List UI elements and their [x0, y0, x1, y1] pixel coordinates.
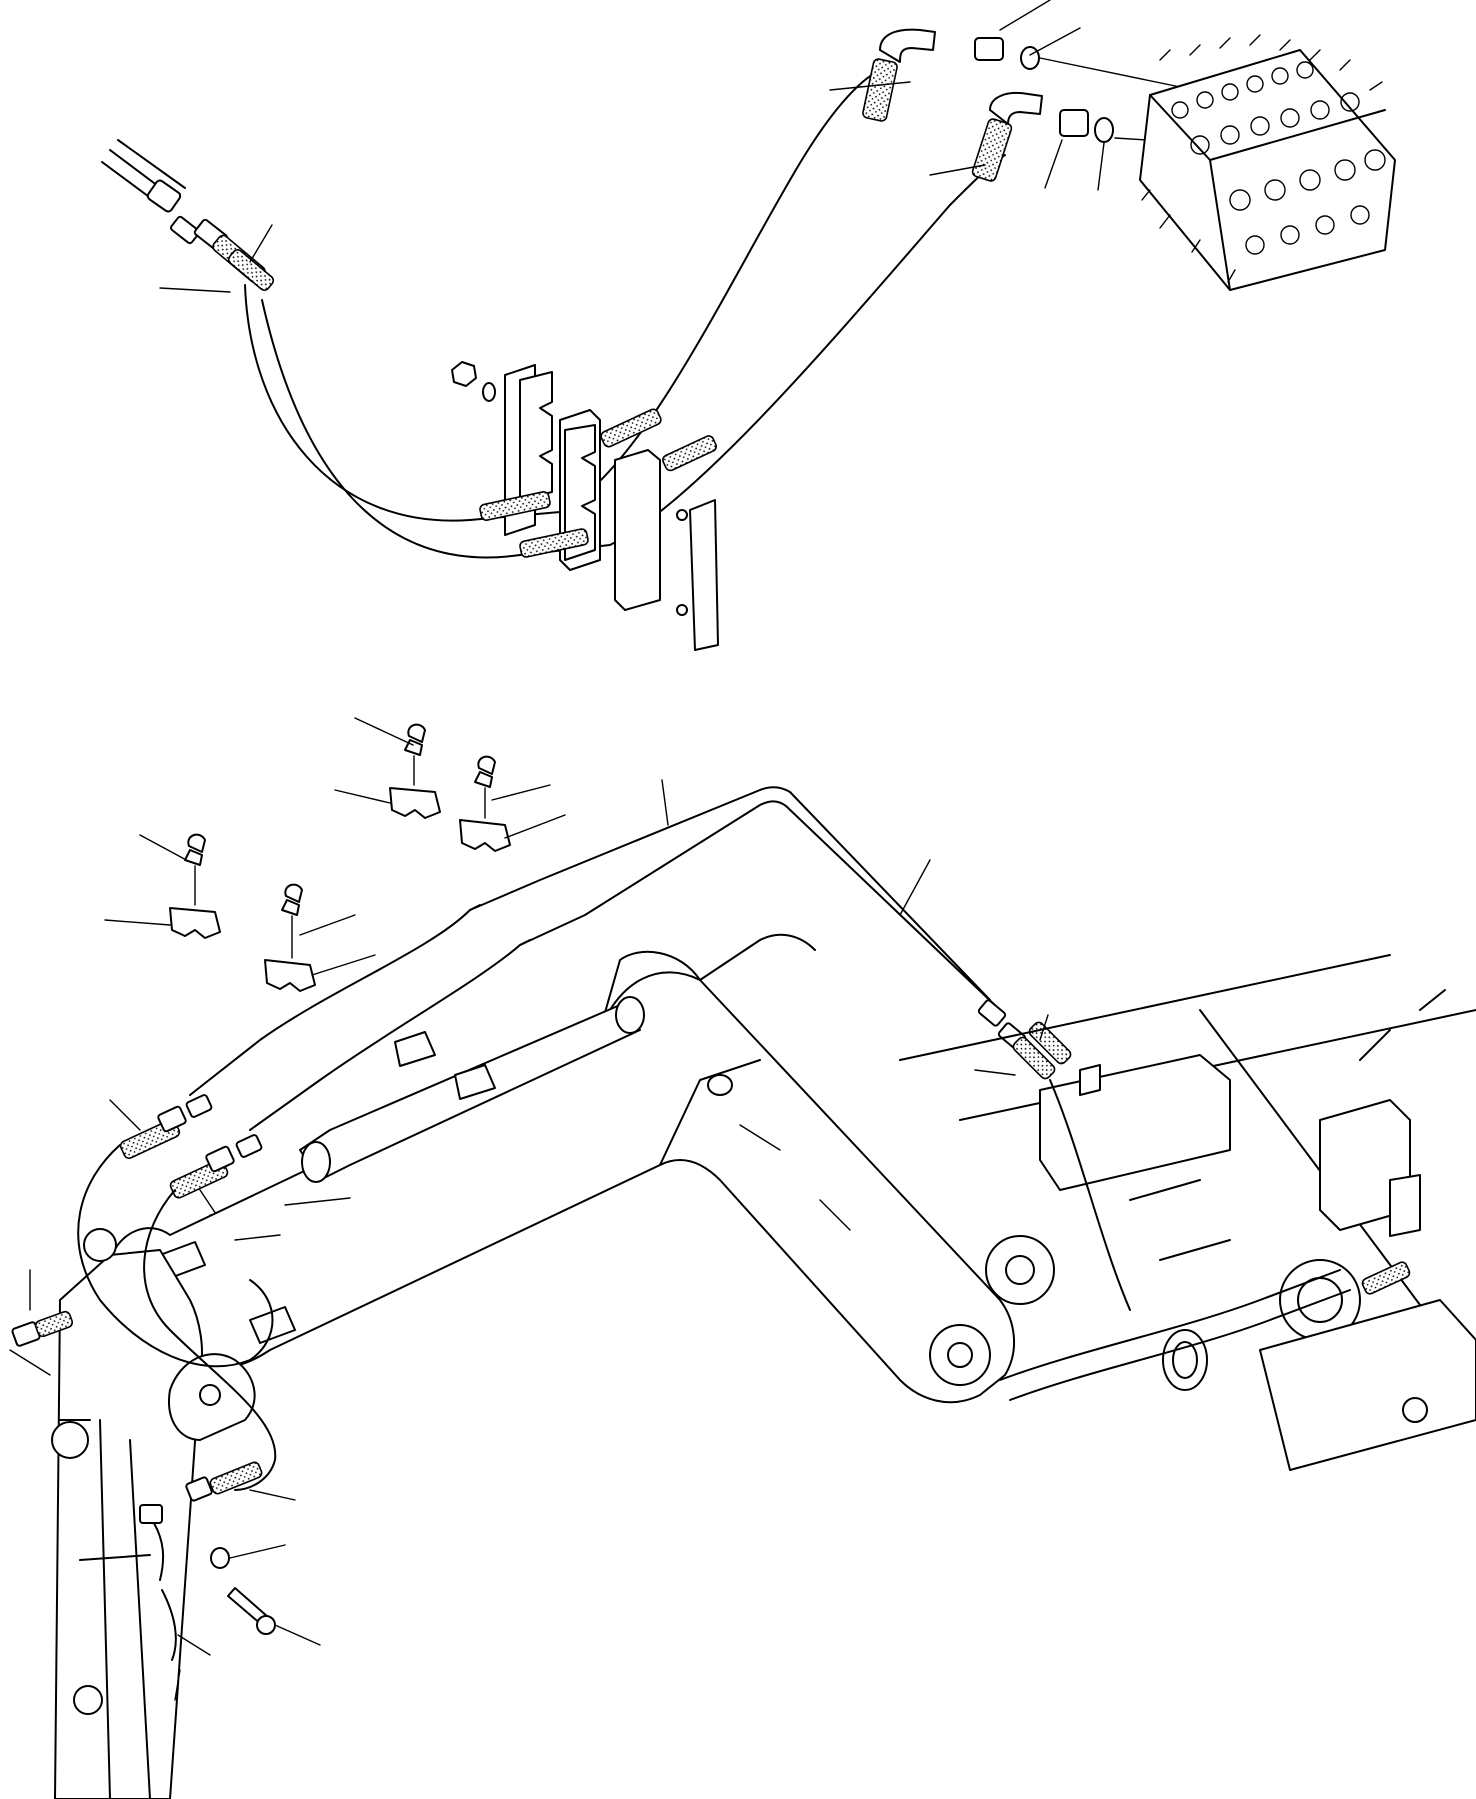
top-hose-assembly [101, 0, 1396, 651]
clamp-with-bolt-4 [264, 883, 376, 992]
clamp-with-bolt-3 [104, 833, 221, 939]
valve-connection-fittings [862, 28, 1186, 182]
flex-hose-loop-b [143, 1189, 277, 1491]
callout-leaders-top [159, 0, 1105, 293]
adapter-lower [1059, 109, 1089, 137]
hose-line-b [261, 154, 1006, 559]
flex-hose-loop-a [77, 1144, 274, 1368]
excavator-boom [109, 933, 1055, 1404]
short-tube [151, 1519, 165, 1581]
washer [210, 1547, 230, 1569]
nose-hose-fittings [9, 1269, 321, 1701]
hose-line-a [244, 69, 881, 522]
clamp-with-bolt-1 [334, 717, 441, 819]
clamp-with-bolt-2 [459, 755, 566, 852]
rigid-pipe-a [189, 786, 991, 1096]
mounting-bracket [689, 499, 719, 651]
clamp-washer [482, 382, 496, 402]
hose-clamp-assembly [451, 361, 719, 651]
hose-fitting-left [170, 215, 275, 291]
incoming-lines [101, 139, 186, 213]
control-valve-block [1139, 34, 1396, 291]
adapter-upper [974, 37, 1004, 61]
swing-hose [1049, 1079, 1131, 1311]
clamp-nut [451, 361, 477, 387]
o-ring-lower [1094, 117, 1114, 143]
upper-structure-frame [899, 954, 1476, 1471]
elbow-fitting-upper [879, 28, 936, 63]
boom-pipe-assembly [9, 717, 1476, 1799]
clamp-block-front [614, 449, 661, 611]
boom-nose-and-arm [51, 1228, 256, 1799]
elbow-fitting-lower [989, 92, 1043, 125]
rigid-pipe-b [249, 800, 1001, 1131]
o-ring-upper [1020, 46, 1040, 70]
left-pipe-fittings [109, 1094, 263, 1233]
